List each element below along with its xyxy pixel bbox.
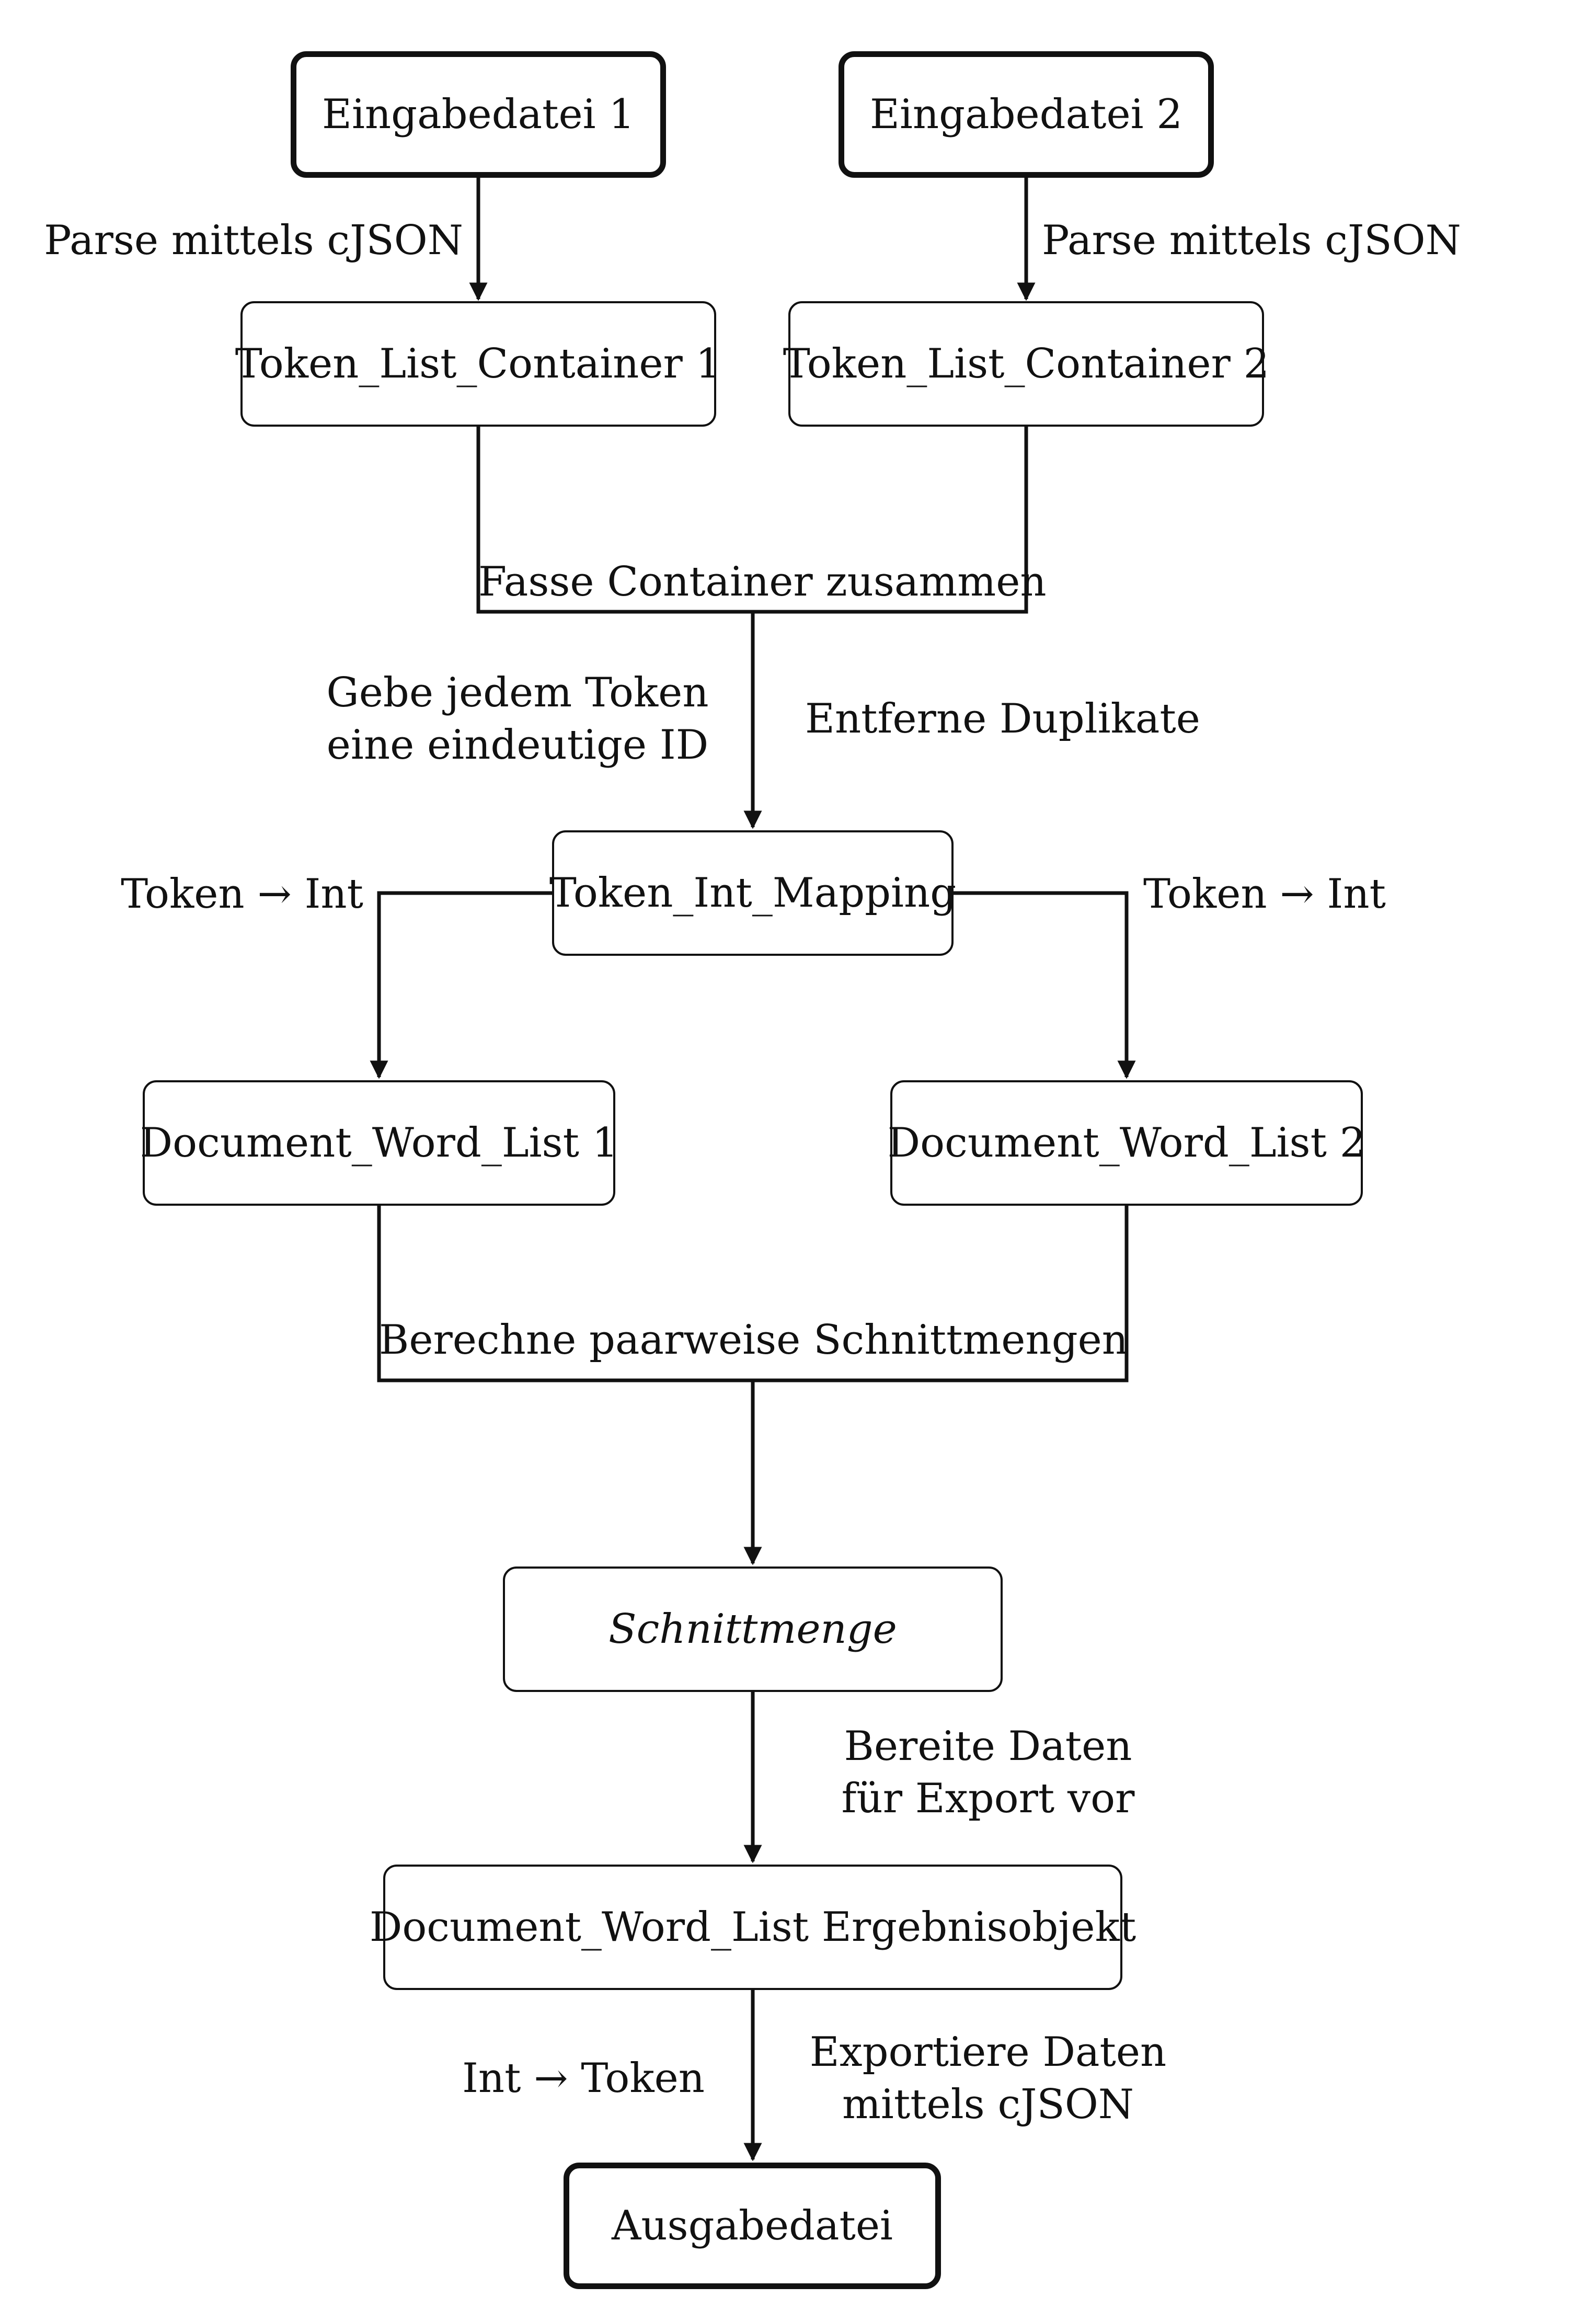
token-to-int-label-left: Token → Int: [121, 871, 363, 918]
int-to-token-label: Int → Token: [462, 2055, 705, 2102]
merge-label: Fasse Container zusammen: [478, 558, 1047, 605]
dedupe-label: Entferne Duplikate: [805, 695, 1200, 742]
token-list-container-1-node: Token_List_Container 1: [235, 301, 721, 427]
intersection-node: Schnittmenge: [503, 1567, 1003, 1692]
prepare-export-label-line-1: Bereite Daten: [844, 1723, 1132, 1770]
prepare-export-label-line-2: für Export vor: [841, 1775, 1135, 1822]
token-list-container-2-node: Token_List_Container 2: [783, 301, 1269, 427]
token-to-int-label-right: Token → Int: [1143, 871, 1386, 918]
compute-intersections-label: Berechne paarweise Schnittmengen: [379, 1317, 1129, 1364]
output-file-node: Ausgabedatei: [564, 2163, 941, 2289]
export-label-line-2: mittels cJSON: [842, 2081, 1134, 2128]
document-word-list-2-node: Document_Word_List 2: [888, 1080, 1365, 1206]
document-word-list-1-node: Document_Word_List 1: [140, 1080, 618, 1206]
assign-id-label-line-1: Gebe jedem Token: [326, 669, 709, 716]
arrow-mapping-to-dwl2: [953, 891, 1136, 1079]
input-file-1-node: Eingabedatei 1: [291, 51, 666, 178]
parse-label-right: Parse mittels cJSON: [1042, 217, 1461, 264]
export-label-line-1: Exportiere Daten: [809, 2029, 1167, 2076]
token-int-mapping-node: Token_Int_Mapping: [549, 830, 956, 956]
assign-id-label-line-2: eine eindeutige ID: [326, 722, 709, 769]
input-file-2-node: Eingabedatei 2: [839, 51, 1214, 178]
result-object-node: Document_Word_List Ergebnisobjekt: [370, 1865, 1136, 1990]
parse-label-left: Parse mittels cJSON: [44, 217, 463, 264]
arrow-mapping-to-dwl1: [370, 891, 553, 1079]
